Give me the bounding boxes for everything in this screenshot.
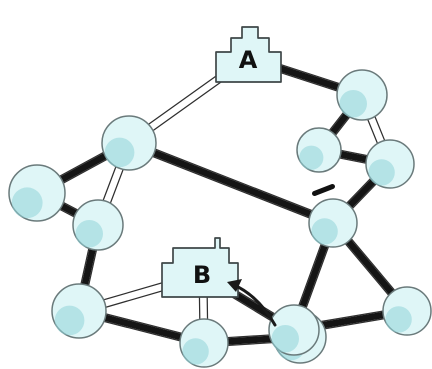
node-8-tint: [299, 145, 324, 170]
arrow-head: [227, 279, 242, 292]
node-4-tint: [54, 305, 85, 336]
node-4-circle: [51, 283, 107, 339]
node-10-circle: [308, 198, 358, 248]
house-a-house: A: [215, 26, 282, 83]
house-a-outline: [215, 26, 282, 83]
house-b-outline: [161, 237, 239, 298]
node-8-circle: [296, 127, 342, 173]
blocked-road-marker: [312, 184, 335, 196]
annotations: [227, 184, 335, 327]
route-path: [33, 54, 411, 347]
house-b-label: B: [193, 261, 211, 289]
node-1-tint: [104, 137, 135, 168]
node-11-circle: [268, 304, 320, 356]
node-10-tint: [311, 218, 338, 245]
highlighted-route: [33, 54, 411, 347]
node-9-circle: [365, 139, 415, 189]
node-2-tint: [11, 187, 43, 219]
node-1-circle: [101, 115, 157, 171]
node-9-tint: [368, 159, 395, 186]
houses: AB: [161, 26, 282, 298]
house-a-label: A: [239, 46, 258, 74]
node-5-circle: [179, 318, 229, 368]
node-7-tint: [339, 90, 367, 118]
node-12-tint: [385, 306, 412, 333]
node-11-tint: [271, 325, 299, 353]
node-5-tint: [182, 338, 209, 365]
house-b-house: B: [161, 237, 239, 298]
node-7-circle: [336, 69, 388, 121]
intersection-nodes: [8, 69, 432, 368]
node-12-circle: [382, 286, 432, 336]
node-3-tint: [75, 220, 103, 248]
node-3-circle: [72, 199, 124, 251]
node-2-circle: [8, 164, 66, 222]
